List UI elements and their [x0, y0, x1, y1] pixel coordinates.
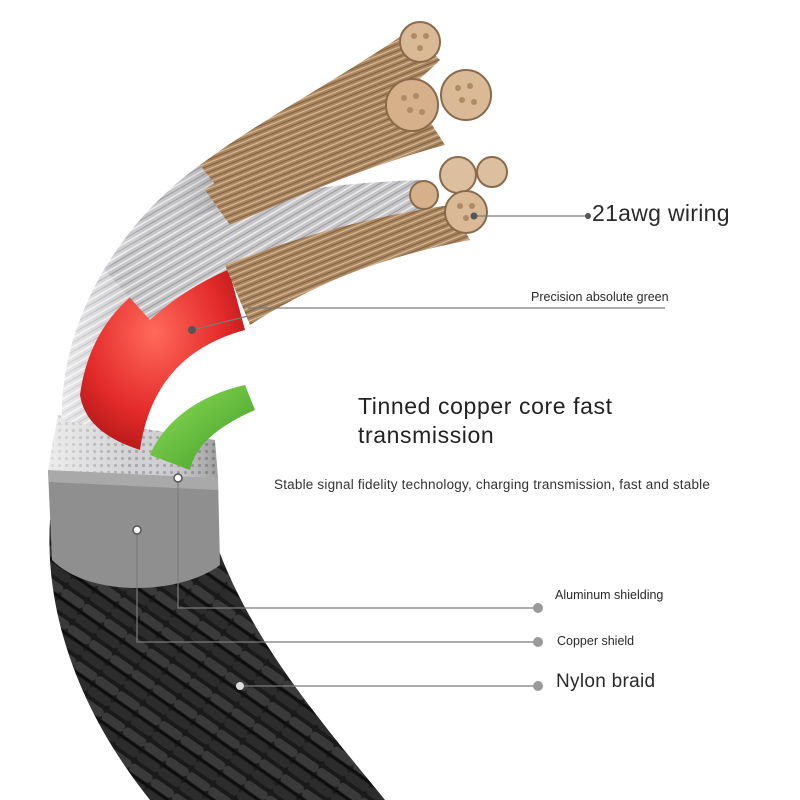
copper-strands-lower [225, 205, 470, 325]
subline-signal-fidelity: Stable signal fidelity technology, charg… [274, 477, 711, 492]
label-nylon-braid: Nylon braid [556, 671, 656, 692]
strand-ends [385, 21, 508, 234]
green-insulation [150, 385, 255, 470]
nylon-braid-jacket [49, 520, 385, 800]
leader-dots [132, 212, 591, 691]
headline-tinned-copper: Tinned copper core fast transmission [358, 393, 613, 448]
label-aluminum-shielding: Aluminum shielding [555, 588, 664, 602]
red-insulation [80, 255, 245, 450]
label-precision-green: Precision absolute green [531, 290, 669, 304]
label-copper-shield: Copper shield [557, 634, 635, 648]
copper-strands-main [205, 75, 445, 225]
label-21awg-wiring: 21awg wiring [592, 200, 730, 226]
leader-lines [136, 215, 665, 687]
